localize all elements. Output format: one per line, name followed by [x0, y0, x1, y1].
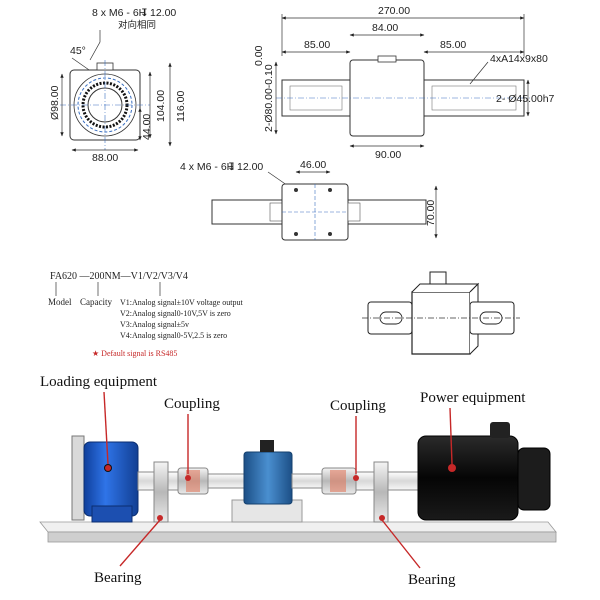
front-dim-44: 44.00	[141, 114, 153, 140]
front-dim-116: 116.00	[175, 91, 187, 122]
bearing-left-pedestal	[153, 461, 169, 523]
side-key-note: 4xA14x9x80	[490, 53, 548, 65]
power-equipment-label: Power equipment	[420, 390, 526, 406]
side-shaft-dia: 2- Ø45.00h7	[496, 93, 555, 105]
torque-sensor-body	[243, 451, 293, 505]
option-v4: V4:Analog signal0-5V,2.5 is zero	[120, 331, 227, 340]
side-connector	[377, 55, 397, 63]
option-v2: V2:Analog signal0-10V,5V is zero	[120, 309, 231, 318]
shaft-mid-left	[207, 473, 245, 489]
coupling-left-dot	[185, 475, 191, 481]
sensor-line-art	[362, 271, 520, 355]
loading-equipment-body	[83, 441, 139, 517]
loading-leader	[103, 391, 109, 465]
front-view-drawing: 8 x M6 - 6H ↧ 12.00 对向相同 45° Ø98.00 104.…	[49, 7, 187, 164]
front-dim-88: 88.00	[92, 152, 118, 164]
model-code-block: FA620 —200NM—V1/V2/V3/V4 Model Capacity …	[48, 271, 243, 358]
power-marker	[448, 464, 456, 472]
power-connector	[490, 422, 510, 438]
bearing-right-pedestal	[373, 461, 389, 523]
top-right-shaft	[347, 199, 427, 225]
assembly-illustration	[39, 422, 557, 543]
side-left-shaft: 85.00	[304, 39, 330, 51]
top-height: 70.00	[425, 200, 437, 226]
model-code-string: FA620 —200NM—V1/V2/V3/V4	[50, 271, 188, 282]
coupling-right-label: Coupling	[330, 398, 386, 414]
art-body	[411, 291, 471, 355]
top-hole-4	[328, 232, 332, 236]
front-dim-104: 104.00	[155, 90, 167, 122]
top-depth-symbol: ↧	[227, 161, 236, 173]
front-thread-note: 8 x M6 - 6H	[92, 7, 146, 19]
bearing-right-dot	[379, 515, 385, 521]
top-hole-3	[294, 232, 298, 236]
front-thread-depth: 12.00	[150, 7, 176, 19]
bearing-left-dot	[157, 515, 163, 521]
art-connector	[429, 271, 447, 285]
coupling-right-insert	[330, 470, 346, 492]
side-tol-zero: 0.00	[253, 45, 265, 66]
top-thread-depth: 12.00	[237, 161, 263, 173]
option-v1: V1:Analog signal±10V voltage output	[120, 298, 243, 307]
top-thread-note: 4 x M6 - 6H	[180, 161, 234, 173]
bearing-right-label: Bearing	[408, 572, 456, 588]
loading-equipment-label: Loading equipment	[40, 374, 158, 390]
art-left-slot	[379, 311, 403, 325]
depth-symbol: ↧	[140, 7, 149, 19]
base-plate-top	[39, 521, 557, 533]
base-plate-front	[47, 531, 557, 543]
model-label: Model	[48, 297, 72, 307]
default-signal-note: ★ Default signal is RS485	[92, 349, 177, 358]
loading-flange	[71, 435, 85, 521]
bearing-left-label: Bearing	[94, 570, 142, 586]
power-equipment-end	[517, 447, 551, 511]
assembly-callouts: Loading equipment Coupling Coupling Powe…	[40, 374, 526, 588]
top-right-key	[347, 202, 361, 222]
coupling-right-dot	[353, 475, 359, 481]
front-thread-leader	[89, 30, 101, 61]
shaft-mid-right	[291, 473, 323, 489]
side-body-len: 90.00	[375, 149, 401, 161]
top-spacing: 46.00	[300, 159, 326, 171]
side-center: 84.00	[372, 22, 398, 34]
top-view-drawing: 4 x M6 - 6H ↧ 12.00 46.00 70.00	[180, 159, 438, 241]
sensor-connector	[260, 440, 274, 452]
side-body-dia: 2-Ø80.00-0.10	[263, 64, 275, 132]
power-equipment-body	[417, 435, 519, 521]
bearing-right-leader	[381, 519, 421, 569]
front-chinese-note: 对向相同	[118, 19, 156, 31]
top-hole-2	[328, 188, 332, 192]
top-left-key	[269, 202, 283, 222]
capacity-label: Capacity	[80, 297, 112, 307]
coupling-left-label: Coupling	[164, 396, 220, 412]
front-dia-98: Ø98.00	[49, 85, 61, 120]
side-right-shaft: 85.00	[440, 39, 466, 51]
art-body-top	[411, 283, 480, 293]
option-v3: V3:Analog signal±5v	[120, 320, 189, 329]
key-leader	[469, 61, 489, 85]
loading-foot	[91, 505, 133, 523]
top-hole-1	[294, 188, 298, 192]
side-overall: 270.00	[378, 5, 410, 17]
loading-dot	[105, 465, 111, 471]
side-view-drawing: 270.00 84.00 85.00 85.00 4xA14x9x80 0.00…	[253, 5, 555, 161]
bearing-left-leader	[119, 519, 161, 567]
power-leader	[449, 407, 453, 465]
front-angle-label: 45°	[70, 45, 86, 57]
